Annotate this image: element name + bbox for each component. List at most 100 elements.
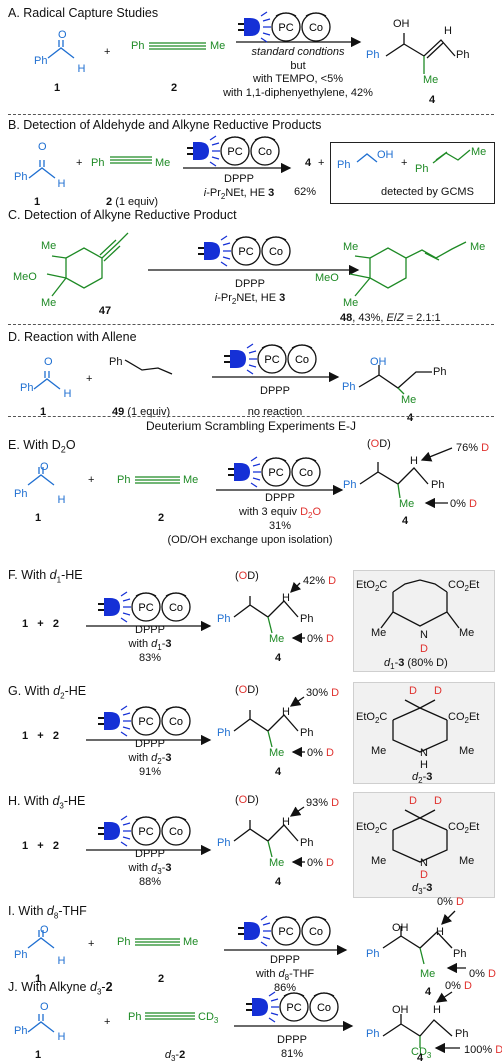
product-oh: OH (392, 1004, 409, 1016)
section-i-title: I. With d8-THF (8, 904, 87, 921)
he-label: d1-3 (80% D) (384, 657, 448, 672)
he-me-right: Me (459, 855, 475, 867)
section-g: G. With d2-HE 1 + 2 DPPP with d2-3 91% (… (0, 676, 502, 786)
reactant-1-label: 1 (39, 406, 47, 418)
alkyne-ph: Ph (131, 40, 145, 52)
separator (8, 324, 494, 325)
he-label: d2-3 (412, 771, 433, 786)
condition-1: DPPP (135, 848, 165, 860)
he-d2: D (434, 685, 442, 697)
product-label: 4 (428, 94, 436, 106)
condition-1: DPPP (135, 738, 165, 750)
plus-sign: + (76, 157, 83, 169)
condition-2: with 3 equiv D2O (238, 506, 322, 521)
yield: 86% (273, 982, 297, 994)
alkyne-ph: Ph (91, 157, 105, 169)
d-top: 0% D (437, 896, 464, 908)
aldehyde-label: PhH (34, 55, 86, 75)
product-oh: OH (393, 18, 410, 30)
svg-text:PC: PC (138, 716, 153, 728)
he-d1: D (409, 685, 417, 697)
section-b-title: B. Detection of Aldehyde and Alkyne Redu… (8, 118, 322, 132)
product-ph-right: Ph (453, 948, 467, 960)
sm-meo: MeO (13, 271, 37, 283)
condition-1: DPPP (260, 385, 290, 397)
condition-1: DPPP (235, 278, 265, 290)
svg-text:Co: Co (295, 354, 309, 366)
reactant-2-label: 2 (157, 512, 165, 524)
prod-meo: MeO (315, 272, 339, 284)
sm-label: 47 (98, 305, 112, 317)
product-cd3: CD3 (411, 1046, 432, 1061)
prod-me-bottom: Me (343, 297, 359, 309)
reactant-2-label: 2 (157, 973, 165, 985)
product-ph-right: Ph (433, 366, 447, 378)
he-n: N (420, 629, 428, 641)
alkyne-ph: Ph (117, 474, 131, 486)
svg-text:Co: Co (169, 602, 183, 614)
condition-2: with d2-3 (128, 752, 172, 767)
section-h: H. With d3-HE 1 + 2 DPPP with d3-3 88% (… (0, 786, 502, 898)
product-ph-left: Ph (217, 727, 231, 739)
product-ph-left: Ph (343, 479, 357, 491)
hantzsch-ester-box: D D EtO2C CO2Et Me Me N D d3-3 (353, 792, 495, 898)
lamp-icon (238, 11, 271, 43)
he-co2et: CO2Et (448, 711, 480, 726)
d-top: 0% D (445, 980, 472, 992)
product-ph-right: Ph (456, 49, 470, 61)
condition-2: but (290, 60, 306, 72)
alkyne-me: Me (210, 40, 226, 52)
d-bottom: 0% D (450, 498, 477, 510)
product-me: Me (399, 498, 415, 510)
reactants: 1 + 2 (22, 730, 59, 742)
product-label: 4 (274, 652, 282, 664)
reactant-1-label: 1 (53, 82, 61, 94)
aldehyde-label: PhH (14, 171, 66, 190)
hantzsch-ester-box: D D EtO2C CO2Et Me Me N H d2-3 (353, 682, 495, 786)
condition-1: DPPP (135, 624, 165, 636)
product-label: 4 (406, 412, 414, 424)
he-eto2c: EtO2C (356, 579, 388, 594)
condition-1: DPPP (265, 492, 295, 504)
he-d3: D (420, 869, 428, 881)
svg-text:PC: PC (264, 354, 279, 366)
he-h: H (420, 759, 428, 771)
yield: 83% (138, 652, 162, 664)
product-od: (OD) (235, 794, 259, 806)
product-label: 48, 43%, E/Z = 2.1:1 (340, 312, 441, 324)
product-ph-right: Ph (455, 1028, 469, 1040)
d-top: 42% D (303, 575, 337, 587)
section-a-title: A. Radical Capture Studies (8, 6, 159, 20)
section-f: F. With d1-HE 1 + 2 DPPP with d1-3 83% (… (0, 566, 502, 676)
reactant-2-label: 12 (1 equiv) (106, 196, 158, 208)
product-label: 4 (274, 766, 282, 778)
reactant-2-label: 49 (1 equiv) (112, 406, 171, 418)
condition-1: DPPP (224, 173, 254, 185)
d-top: 30% D (306, 687, 340, 699)
plus-sign: + (318, 157, 325, 169)
sm-me-bottom: Me (41, 297, 57, 309)
alkyne-me: Me (183, 474, 199, 486)
product-label: 4 (305, 157, 312, 169)
d-bottom: 0% D (307, 747, 334, 759)
he-n: N (420, 747, 428, 759)
svg-text:PC: PC (138, 602, 153, 614)
aldehyde-o: O (40, 461, 49, 473)
condition-2: no reaction (247, 406, 303, 418)
condition-2: i-Pr2NEt, HE 3 (203, 187, 275, 202)
catalyst-group-a: PC Co (238, 11, 331, 43)
product-h: H (436, 926, 444, 938)
product-od: (OD) (235, 684, 259, 696)
product-label: 4 (274, 876, 282, 888)
aldehyde-o: O (58, 29, 67, 41)
alkene-me: Me (471, 146, 487, 158)
cobalt-catalyst-icon: Co (301, 12, 331, 42)
he-eto2c: EtO2C (356, 711, 388, 726)
product-h: H (433, 1004, 441, 1016)
plus-sign: + (104, 46, 111, 58)
he-co2et: CO2Et (448, 579, 480, 594)
